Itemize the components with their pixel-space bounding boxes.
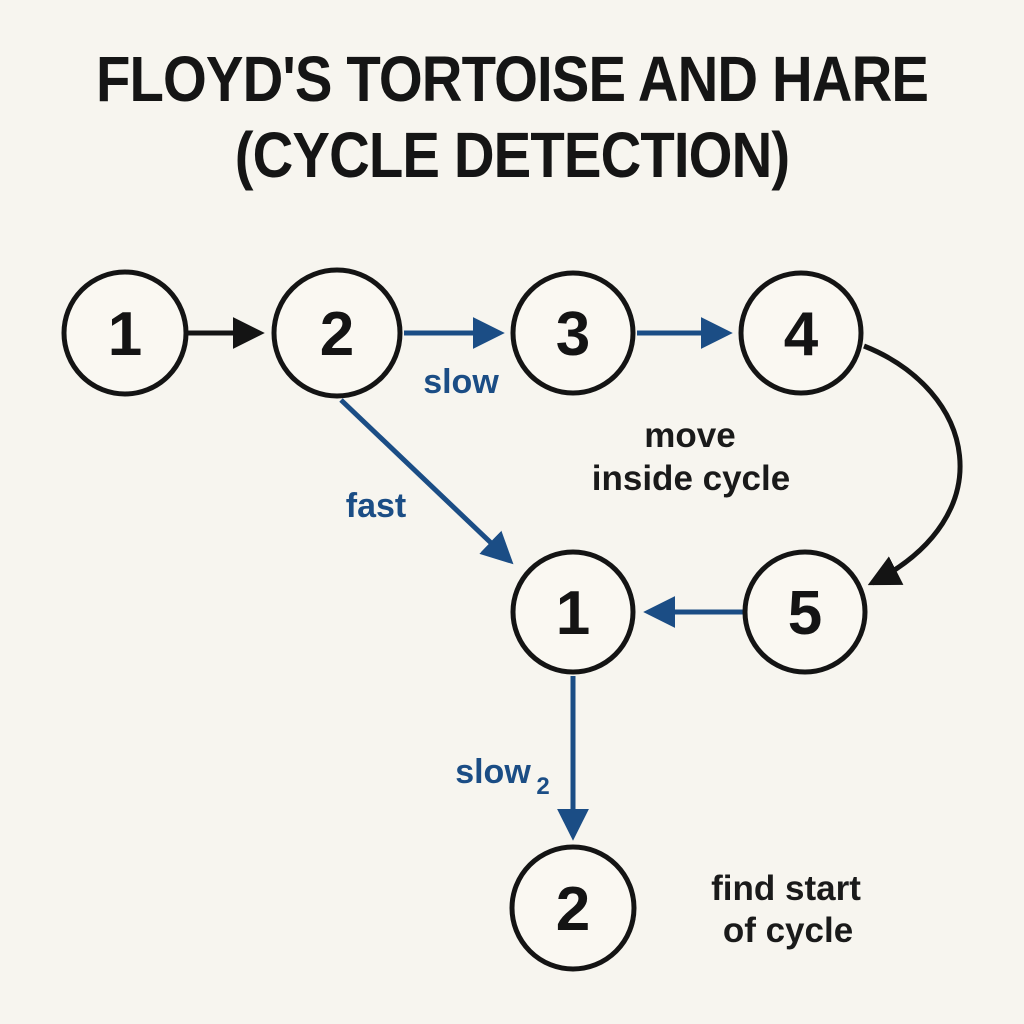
node-4: 4: [738, 270, 864, 396]
node-1-head-circle: [61, 269, 189, 397]
node-2-cycle-start-circle: [271, 267, 403, 399]
node-4-circle: [738, 270, 864, 396]
diagram-title: FLOYD'S TORTOISE AND HARE (CYCLE DETECTI…: [61, 42, 962, 193]
node-5-circle: [742, 549, 868, 675]
edge-2-to-1-fast: [339, 398, 514, 565]
node-2-cycle-found-circle: [509, 844, 637, 972]
node-1-head-label: 1: [108, 300, 142, 369]
annotation-find-line-2: of cycle: [723, 911, 853, 950]
node-5: 5: [742, 549, 868, 675]
edge-4-to-5-curve: [863, 343, 963, 586]
node-1-head: 1: [61, 269, 189, 397]
diagram-title-line-2: (CYCLE DETECTION): [234, 118, 790, 191]
node-2-cycle-start-label: 2: [320, 300, 354, 369]
node-5-label: 5: [788, 579, 822, 648]
node-3: 3: [510, 270, 636, 396]
slow2-label: slow: [455, 753, 531, 791]
diagram-title-line-1: FLOYD'S TORTOISE AND HARE: [95, 43, 929, 115]
node-4-label: 4: [784, 300, 819, 369]
node-2-cycle-start: 2: [271, 267, 403, 399]
node-1-meeting-point-circle: [510, 549, 636, 675]
node-2-cycle-found: 2: [509, 844, 637, 972]
annotation-move-line-2: inside cycle: [592, 459, 790, 498]
node-3-circle: [510, 270, 636, 396]
node-3-label: 3: [556, 300, 590, 369]
annotation-find-line-1: find start: [711, 869, 861, 908]
fast-label: fast: [346, 487, 406, 525]
node-1-meeting-point-label: 1: [556, 579, 590, 648]
node-2-cycle-found-label: 2: [556, 875, 590, 944]
annotation-move-line-1: move: [644, 416, 735, 455]
slow2-subscript: 2: [536, 773, 549, 800]
node-1-meeting-point: 1: [510, 549, 636, 675]
slow-label: slow: [423, 363, 499, 401]
